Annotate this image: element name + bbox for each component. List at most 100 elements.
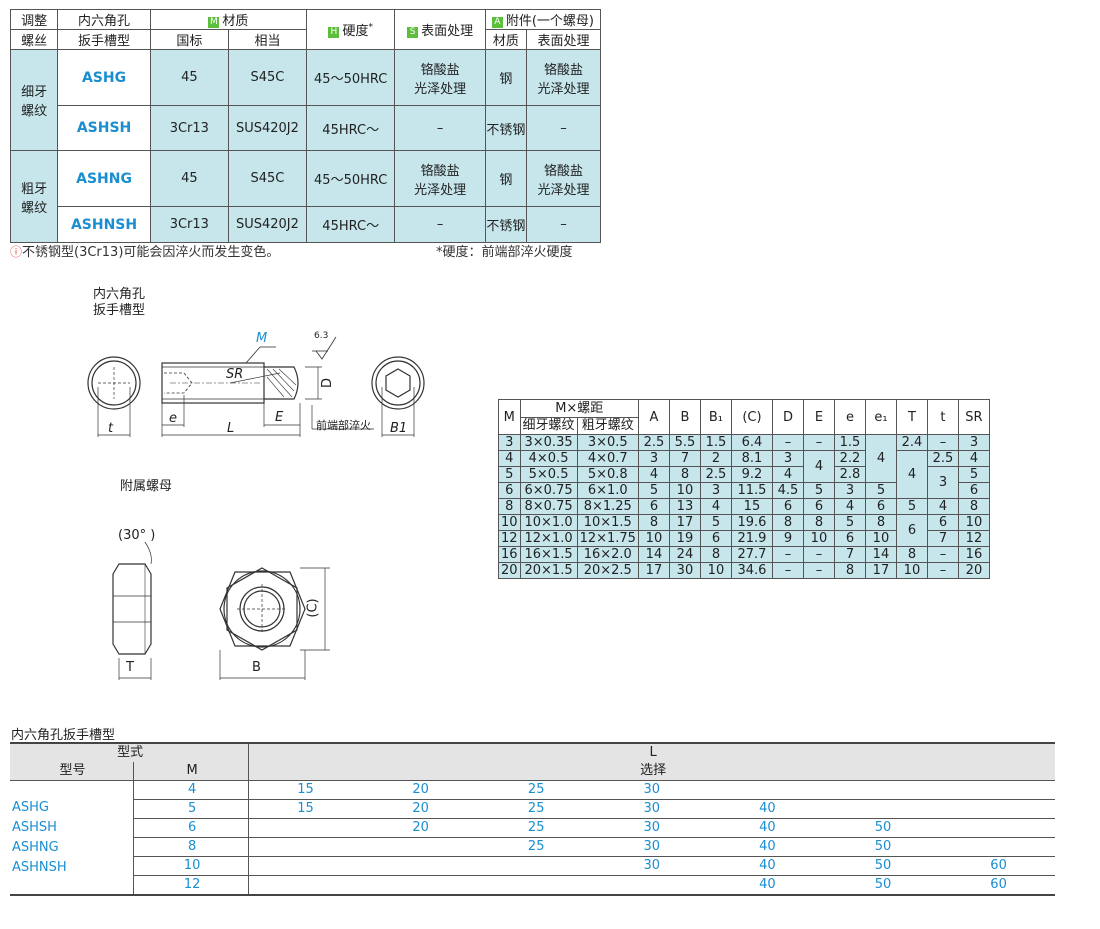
label-SR: SR [226,367,244,382]
header-B1: B₁ [699,399,732,435]
cell-L [249,819,365,838]
cell-fine: 5×0.5 [519,466,578,483]
material-tag-icon: M [208,17,220,28]
hardness-value: 45HRC～ [305,105,396,151]
cell-A: 6 [637,498,670,515]
hardness-value: 45～50HRC [305,150,396,207]
equiv-value: SUS420J2 [227,105,308,151]
equiv-value: SUS420J2 [227,206,308,243]
cell-B1: 6 [699,530,732,547]
cell-A: 8 [637,514,670,531]
cell-L: 40 [759,801,776,816]
header-A: A [637,399,670,435]
cell-M: 4 [498,450,521,467]
label-B1: B1 [390,421,408,436]
cell-e1: 17 [864,562,897,579]
cell-L: 50 [874,877,892,892]
model-name: ASHSH [12,819,57,835]
header-D: D [771,399,804,435]
header-type: 型式 [10,743,250,762]
header-acc-material: 材质 [484,29,527,50]
gb-value: 3Cr13 [149,206,229,243]
cell-T: 5 [895,498,928,515]
cell-M: 20 [498,562,521,579]
cell-E: – [802,434,835,451]
table-row: 5 5×0.5 5×0.8 4 8 2.5 9.2 4 2.8 3 5 [498,466,990,499]
cell-B: 17 [668,514,701,531]
table-row: 10 30 40 50 60 [10,856,1055,876]
cell-SR: 3 [957,434,990,451]
cell-coarse: 6×1.0 [576,482,639,499]
header-E: E [802,399,835,435]
cell-T: 4 [895,450,928,499]
surface-value: – [394,105,486,151]
label-e: e [169,411,177,426]
header-e1: e₁ [864,399,897,435]
cell-L [942,819,1055,838]
label-t: t [108,421,114,436]
cell-C: 15 [730,498,773,515]
cell-coarse: 10×1.5 [576,514,639,531]
header-t: t [926,399,959,435]
cell-B: 19 [668,530,701,547]
cell-L: 60 [990,858,1007,873]
cell-L [364,876,480,896]
cell-e: 2.8 [833,466,866,483]
header-pitch: M×螺距 [519,399,639,418]
cell-B1: 10 [699,562,732,579]
cell-SR: 4 [957,450,990,467]
acc-material-value: 不锈钢 [484,206,527,243]
cell-L: 40 [759,839,776,854]
hardness-tag-icon: H [328,27,340,38]
cell-B1: 2.5 [699,466,732,483]
cell-L: 20 [412,820,429,835]
cell-e1: 4 [864,434,897,483]
group-coarse: 粗牙螺纹 [9,150,59,243]
cell-coarse: 3×0.5 [576,434,639,451]
cell-D: 9 [771,530,804,547]
cell-M: 10 [133,856,250,876]
cell-M: 5 [133,799,250,819]
cell-t: 4 [926,498,959,515]
acc-surface-value: – [525,105,602,151]
cell-e: 6 [833,530,866,547]
label-L: L [227,421,235,436]
group-fine: 细牙螺纹 [9,49,59,151]
cell-L [249,838,365,857]
cell-B: 24 [668,546,701,563]
cell-L [480,876,596,896]
header-socket-2: 扳手槽型 [57,29,151,50]
label-C: (C) [305,598,321,618]
length-selection-table: 型式 L 型号 M 选择 ASHG ASHSH ASHNG ASHNSH 4 1… [10,742,1055,896]
cell-L: 50 [874,839,892,854]
cell-L [942,800,1055,819]
cell-fine: 16×1.5 [519,546,578,563]
cell-L: 40 [759,820,776,835]
cell-SR: 5 [957,466,990,483]
cell-M: 8 [133,837,250,857]
header-L: L [248,743,1055,762]
acc-surface-value: 铬酸盐光泽处理 [525,150,602,207]
model-name: ASHNSH [12,859,67,875]
header-model: 型号 [10,762,134,781]
cell-e1: 10 [864,530,897,547]
cell-e: 1.5 [833,434,866,451]
acc-material-value: 钢 [484,49,527,106]
cell-L [364,838,480,857]
cell-e1: 6 [864,498,897,515]
cell-D: 8 [771,514,804,531]
surface-value: – [394,206,486,243]
header-e: e [833,399,866,435]
cell-L [596,876,712,896]
cell-C: 34.6 [730,562,773,579]
cell-fine: 20×1.5 [519,562,578,579]
cell-e: 5 [833,514,866,531]
header-C: (C) [730,399,773,435]
cell-e1: 5 [864,482,897,499]
cell-M: 10 [498,514,521,531]
cell-fine: 8×0.75 [519,498,578,515]
cell-e: 2.2 [833,450,866,467]
label-tip-note: 前端部淬火 [316,419,371,432]
